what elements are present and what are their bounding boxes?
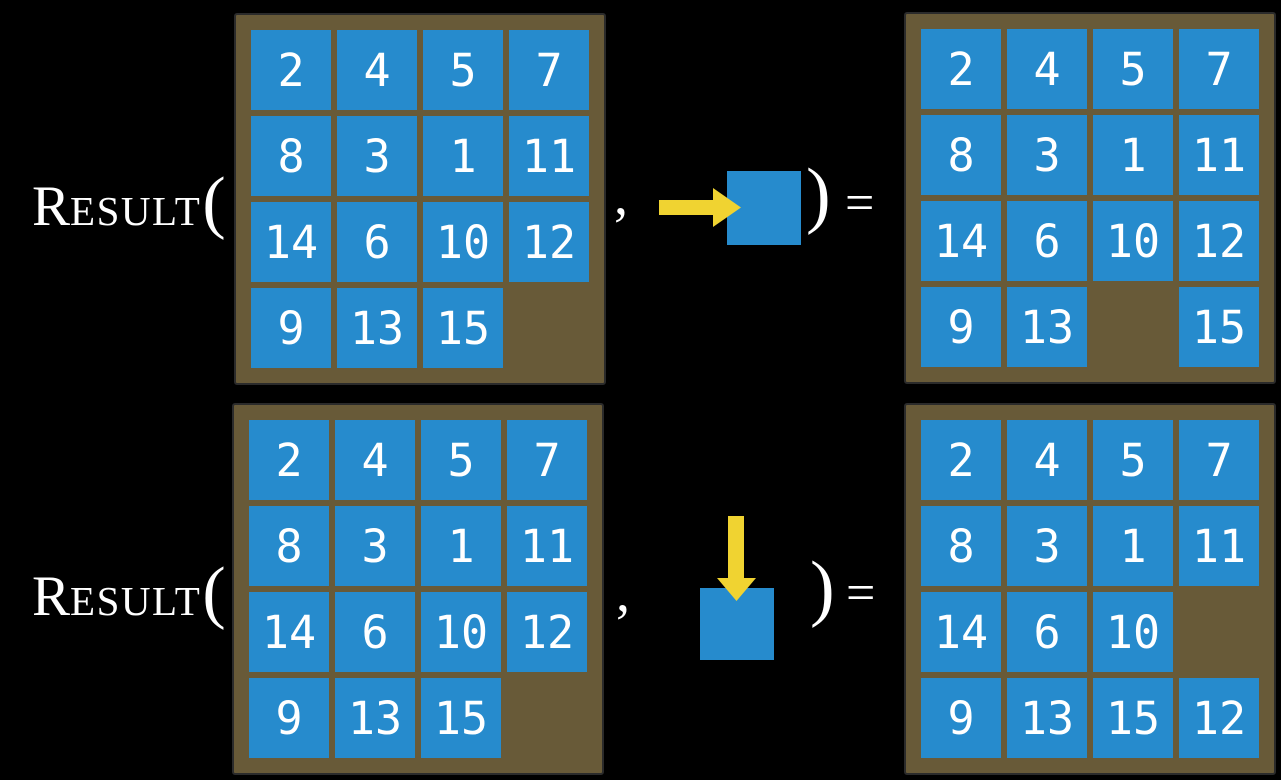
function-name-initial: R xyxy=(32,175,71,238)
puzzle-tile xyxy=(1093,287,1173,367)
puzzle-tile: 1 xyxy=(423,116,503,196)
input-board-row1: 2 4 5 7 8 3 1 11 14 6 10 12 9 13 15 xyxy=(234,13,606,385)
puzzle-tile: 2 xyxy=(921,420,1001,500)
puzzle-tile: 4 xyxy=(337,30,417,110)
puzzle-tile: 15 xyxy=(421,678,501,758)
close-paren: ) xyxy=(810,547,835,629)
puzzle-tile: 2 xyxy=(249,420,329,500)
puzzle-tile: 4 xyxy=(335,420,415,500)
puzzle-tile: 7 xyxy=(509,30,589,110)
puzzle-tile: 5 xyxy=(421,420,501,500)
puzzle-tile: 9 xyxy=(921,678,1001,758)
puzzle-tile: 3 xyxy=(1007,506,1087,586)
puzzle-tile: 7 xyxy=(1179,29,1259,109)
puzzle-tile: 8 xyxy=(921,115,1001,195)
equals-sign: = xyxy=(845,175,875,232)
puzzle-tile: 12 xyxy=(509,202,589,282)
puzzle-tile: 8 xyxy=(251,116,331,196)
puzzle-tile: 3 xyxy=(337,116,417,196)
puzzle-tile: 11 xyxy=(1179,115,1259,195)
puzzle-tile: 1 xyxy=(421,506,501,586)
right-arrow-head xyxy=(713,188,741,227)
close-paren: ) xyxy=(806,154,831,236)
output-board-row1: 2 4 5 7 8 3 1 11 14 6 10 12 9 13 15 xyxy=(904,12,1276,384)
puzzle-tile: 12 xyxy=(1179,678,1259,758)
puzzle-tile: 15 xyxy=(423,288,503,368)
puzzle-tile: 5 xyxy=(423,30,503,110)
puzzle-tile: 14 xyxy=(921,201,1001,281)
puzzle-tile: 15 xyxy=(1093,678,1173,758)
puzzle-tile: 9 xyxy=(921,287,1001,367)
puzzle-tile: 7 xyxy=(507,420,587,500)
comma-separator: , xyxy=(614,165,628,227)
puzzle-tile: 13 xyxy=(1007,678,1087,758)
puzzle-tile: 13 xyxy=(335,678,415,758)
puzzle-tile: 7 xyxy=(1179,420,1259,500)
puzzle-tile xyxy=(507,678,587,758)
puzzle-tile: 4 xyxy=(1007,29,1087,109)
puzzle-tile: 11 xyxy=(507,506,587,586)
puzzle-tile: 14 xyxy=(251,202,331,282)
equals-sign: = xyxy=(846,565,876,622)
puzzle-tile xyxy=(509,288,589,368)
move-right-icon xyxy=(655,168,805,248)
puzzle-tile: 10 xyxy=(1093,201,1173,281)
puzzle-tile: 6 xyxy=(335,592,415,672)
puzzle-tile: 13 xyxy=(337,288,417,368)
puzzle-tile: 9 xyxy=(251,288,331,368)
puzzle-tile: 5 xyxy=(1093,420,1173,500)
comma-separator: , xyxy=(616,562,630,624)
puzzle-tile: 11 xyxy=(509,116,589,196)
function-name-initial: R xyxy=(32,565,71,628)
puzzle-tile: 15 xyxy=(1179,287,1259,367)
puzzle-tile: 3 xyxy=(1007,115,1087,195)
output-board-row2: 2 4 5 7 8 3 1 11 14 6 10 9 13 15 12 xyxy=(904,403,1276,775)
puzzle-tile: 3 xyxy=(335,506,415,586)
function-name-rest: ESULT xyxy=(70,188,202,234)
puzzle-tile: 8 xyxy=(921,506,1001,586)
puzzle-tile: 5 xyxy=(1093,29,1173,109)
puzzle-tile: 10 xyxy=(1093,592,1173,672)
puzzle-tile: 1 xyxy=(1093,506,1173,586)
move-down-icon xyxy=(696,510,776,660)
puzzle-tile: 14 xyxy=(249,592,329,672)
puzzle-tile: 6 xyxy=(1007,592,1087,672)
open-paren: ( xyxy=(202,164,226,241)
puzzle-tile: 10 xyxy=(423,202,503,282)
puzzle-tile xyxy=(1179,592,1259,672)
puzzle-tile: 6 xyxy=(1007,201,1087,281)
puzzle-tile: 10 xyxy=(421,592,501,672)
puzzle-tile: 11 xyxy=(1179,506,1259,586)
puzzle-tile: 1 xyxy=(1093,115,1173,195)
function-name-rest: ESULT xyxy=(70,578,202,624)
puzzle-tile: 9 xyxy=(249,678,329,758)
puzzle-tile: 12 xyxy=(1179,201,1259,281)
open-paren: ( xyxy=(202,554,226,631)
right-arrow-shaft xyxy=(659,200,713,215)
puzzle-tile: 14 xyxy=(921,592,1001,672)
puzzle-tile: 12 xyxy=(507,592,587,672)
input-board-row2: 2 4 5 7 8 3 1 11 14 6 10 12 9 13 15 xyxy=(232,403,604,775)
down-arrow-head xyxy=(717,578,756,601)
puzzle-tile: 2 xyxy=(251,30,331,110)
puzzle-tile: 13 xyxy=(1007,287,1087,367)
puzzle-tile: 8 xyxy=(249,506,329,586)
puzzle-tile: 2 xyxy=(921,29,1001,109)
down-arrow-shaft xyxy=(728,516,744,578)
puzzle-tile: 4 xyxy=(1007,420,1087,500)
puzzle-tile: 6 xyxy=(337,202,417,282)
